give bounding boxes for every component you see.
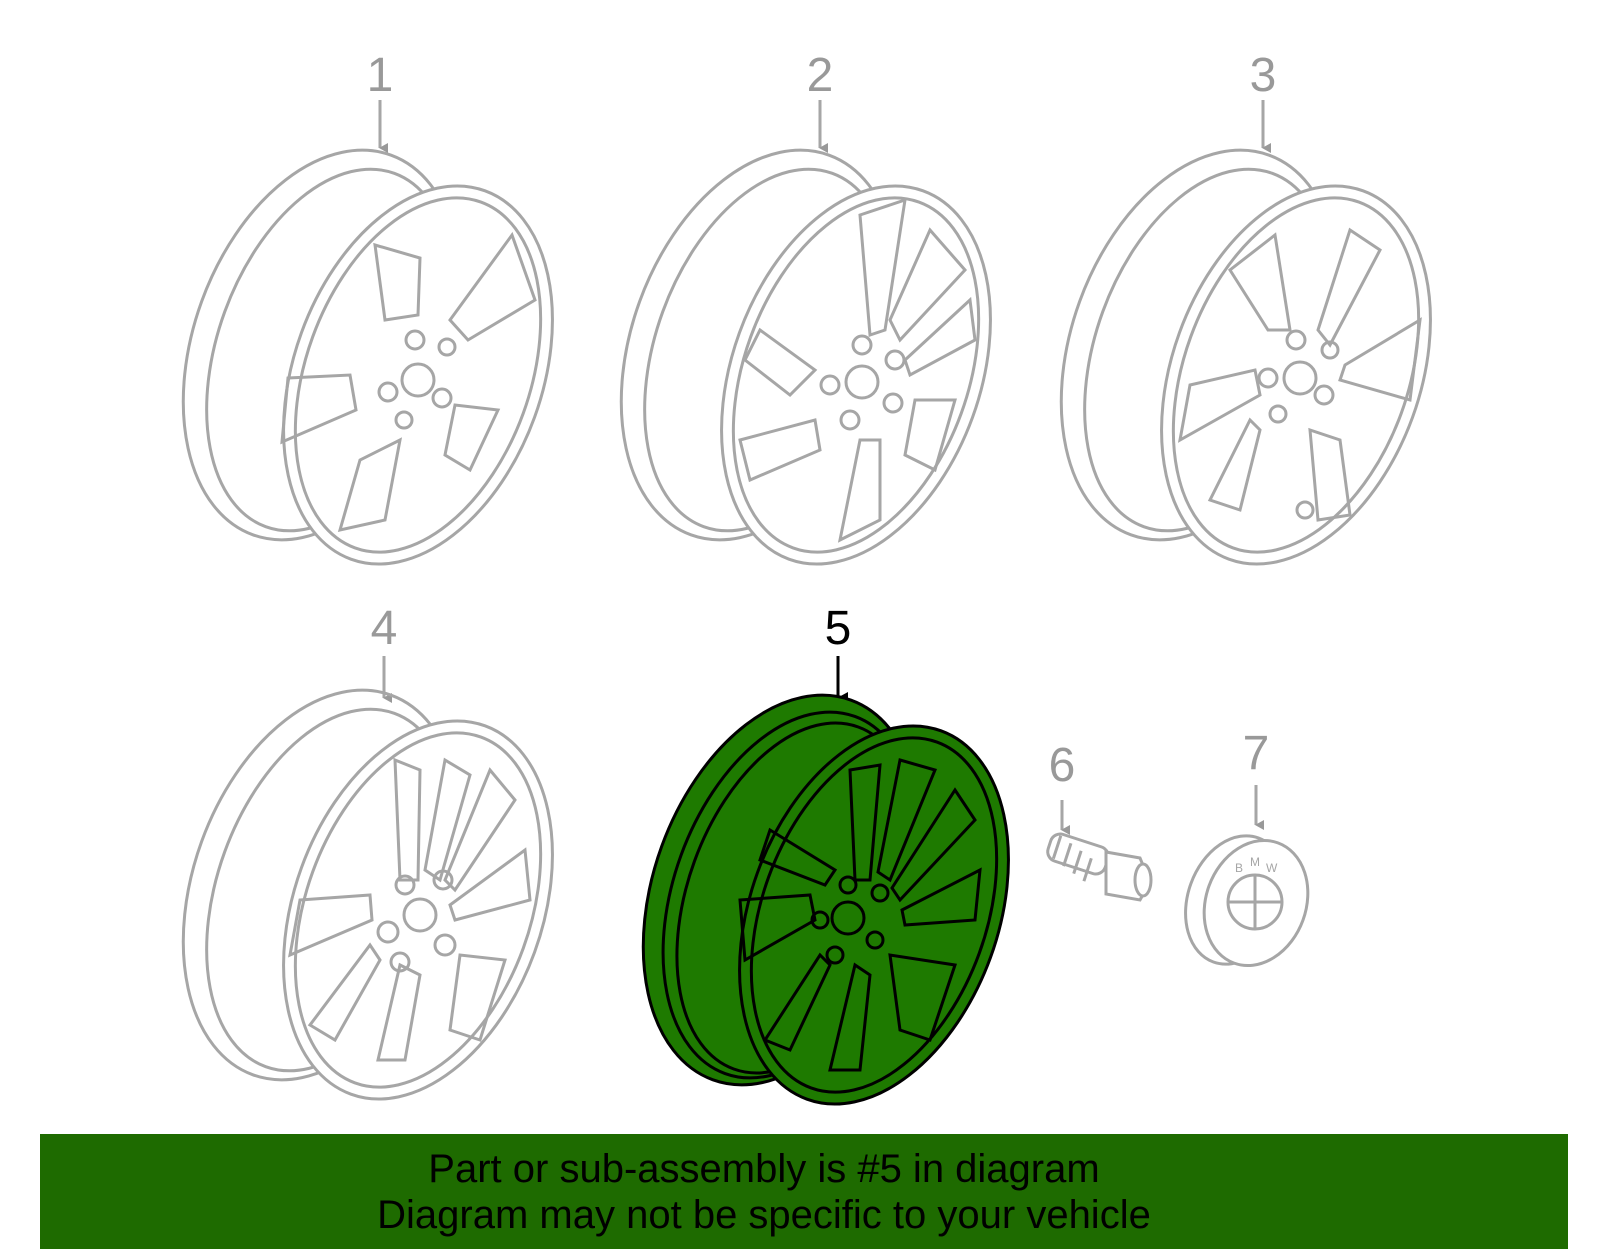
callout-3: 3 [1249, 49, 1277, 102]
svg-text:W: W [1266, 861, 1278, 875]
callout-1: 1 [366, 49, 394, 102]
info-banner: Part or sub-assembly is #5 in diagram Di… [40, 1134, 1568, 1249]
wheel-1[interactable] [133, 100, 602, 602]
callout-4: 4 [370, 602, 398, 655]
wheel-5[interactable] [593, 656, 1058, 1130]
center-cap-7[interactable]: B M W [1168, 785, 1325, 980]
wheel-4[interactable] [133, 651, 602, 1130]
callout-2: 2 [806, 49, 834, 102]
wheel-3[interactable] [1011, 100, 1480, 602]
banner-line-2: Diagram may not be specific to your vehi… [377, 1192, 1151, 1237]
parts-diagram: B M W [133, 100, 1480, 1130]
callout-7: 7 [1242, 727, 1270, 780]
callout-6: 6 [1048, 739, 1076, 792]
svg-text:B: B [1235, 861, 1243, 875]
callout-5: 5 [824, 602, 852, 655]
wheel-2[interactable] [571, 100, 1040, 602]
svg-text:M: M [1250, 855, 1260, 869]
wheel-bolt-6[interactable] [1045, 800, 1153, 902]
banner-line-1: Part or sub-assembly is #5 in diagram [428, 1146, 1100, 1191]
